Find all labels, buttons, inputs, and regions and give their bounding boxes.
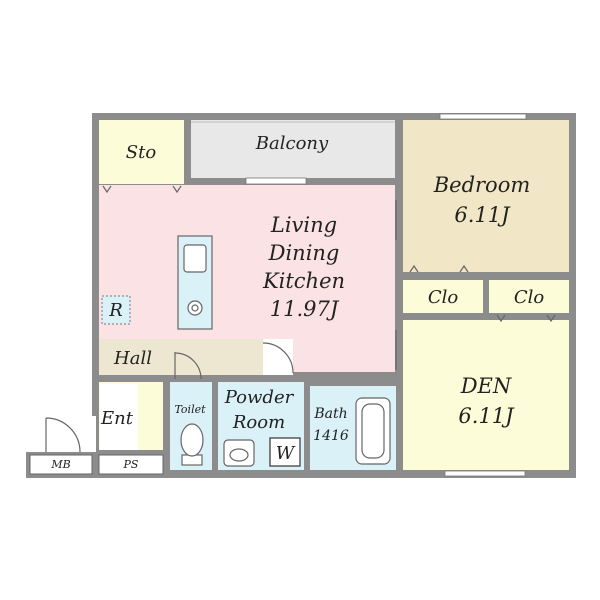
entrance-label: Ent: [100, 408, 134, 429]
closet-right: [489, 280, 569, 313]
door-marks: [102, 185, 556, 370]
hall-door-swing: [262, 342, 294, 374]
sink-icon: [183, 244, 207, 273]
entrance-step: [100, 384, 138, 450]
toilet-door-swing: [174, 352, 202, 380]
balcony-area: [191, 120, 395, 178]
toilet-label: Toilet: [174, 403, 206, 416]
stove-burner-icon: [191, 304, 199, 312]
bedroom-size: 6.11J: [454, 203, 511, 227]
hall-area: [99, 339, 263, 375]
storage-label: Sto: [126, 142, 157, 163]
entrance-door-swing: [45, 417, 81, 453]
meter-box-label: MB: [50, 458, 70, 471]
balcony-window: [245, 177, 307, 185]
washbasin-bowl-icon: [229, 448, 249, 462]
bath-label-line-1: Bath: [313, 406, 347, 422]
closet-left-label: Clo: [428, 287, 459, 308]
balcony-label: Balcony: [255, 133, 329, 154]
closet-right-label: Clo: [514, 287, 545, 308]
bathtub-inner-icon: [361, 403, 385, 459]
refrigerator-box: [101, 295, 131, 325]
den-room: [403, 320, 569, 470]
den-size: 6.11J: [458, 404, 515, 428]
bedroom-label: Bedroom: [433, 173, 531, 197]
pipe-space-label: PS: [123, 458, 139, 471]
storage-room: [99, 120, 184, 184]
den-window: [444, 470, 526, 477]
refrigerator-label: R: [108, 300, 123, 321]
bath-label-line-2: 1416: [313, 428, 349, 444]
den-label: DEN: [460, 374, 512, 398]
pipe-space: [98, 454, 164, 475]
bedroom-room: [403, 120, 569, 272]
washer-label: W: [276, 443, 296, 464]
powder-room-label-line-2: Room: [232, 412, 285, 433]
bedroom-window: [439, 113, 527, 120]
meter-box: [29, 454, 93, 475]
toilet-bowl-icon: [180, 423, 204, 457]
ldk-label-line-2: Dining: [268, 241, 340, 265]
powder-room-label-line-1: Powder: [224, 387, 295, 408]
ldk-label-line-3: Kitchen: [262, 269, 345, 293]
hall-label: Hall: [113, 348, 152, 369]
porch-floor: [40, 416, 96, 452]
closet-left: [403, 280, 483, 313]
ldk-size: 11.97J: [270, 297, 340, 321]
ldk-label-line-1: Living: [270, 213, 337, 237]
washer-box: [269, 437, 301, 467]
